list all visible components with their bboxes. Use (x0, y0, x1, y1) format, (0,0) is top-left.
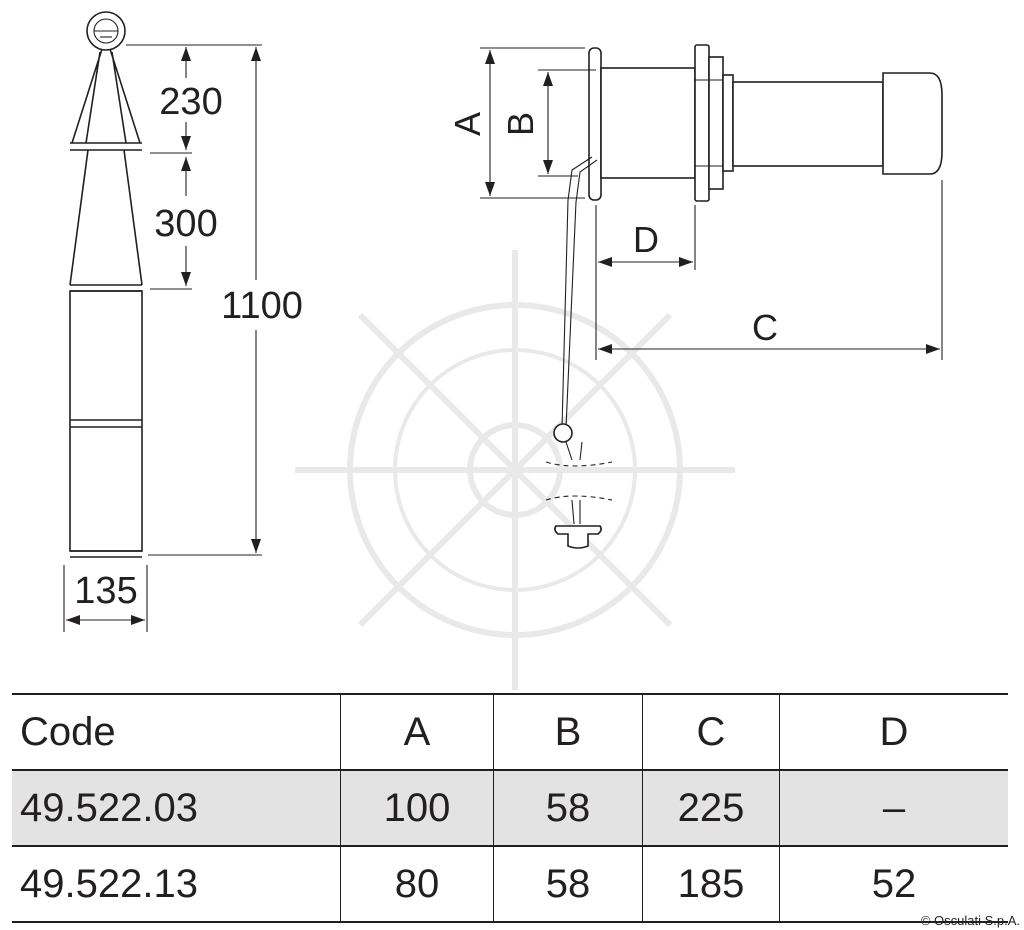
cell-a: 80 (340, 846, 494, 922)
header-d: D (779, 694, 1008, 770)
cell-a: 100 (340, 770, 494, 846)
cell-code: 49.522.13 (20, 861, 198, 906)
dimensions-table: Code A B C D 49.522.03 100 58 225 – 49.5… (12, 693, 1008, 923)
dim-a-label: A (447, 112, 488, 136)
cell-d: 52 (779, 846, 1008, 922)
dim-1100-label: 1100 (221, 285, 303, 327)
cell-code: 49.522.03 (20, 785, 198, 830)
dim-d-label: D (633, 219, 659, 260)
socket-drawing (545, 44, 943, 549)
dim-b-label: B (500, 112, 541, 136)
table-row: 49.522.13 80 58 185 52 (12, 846, 1008, 922)
cell-b: 58 (493, 846, 643, 922)
cell-b: 58 (493, 770, 643, 846)
cell-d: – (779, 770, 1008, 846)
dim-135-label: 135 (74, 570, 137, 612)
dim-c-label: C (752, 307, 778, 348)
table-header-row: Code A B C D (12, 694, 1008, 770)
cell-c: 185 (642, 846, 780, 922)
ship-wheel-watermark (295, 250, 735, 690)
table-row: 49.522.03 100 58 225 – (12, 770, 1008, 846)
technical-drawing: 230 300 1100 135 (63, 11, 943, 690)
header-c: C (642, 694, 780, 770)
header-b: B (493, 694, 643, 770)
dim-230-label: 230 (159, 81, 222, 123)
cell-c: 225 (642, 770, 780, 846)
header-code: Code (20, 709, 116, 754)
copyright-notice: © Osculati S.p.A. (920, 913, 1020, 928)
pole-drawing (69, 11, 143, 558)
dim-300-label: 300 (154, 203, 217, 245)
socket-dimensions (480, 47, 943, 360)
pole-dimensions (63, 44, 262, 632)
header-a: A (340, 694, 494, 770)
